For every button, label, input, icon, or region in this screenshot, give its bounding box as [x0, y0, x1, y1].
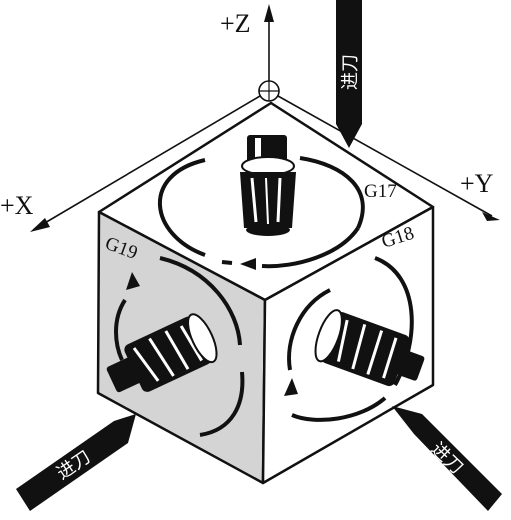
g19-direction-arrow [126, 272, 140, 290]
right-cutter-shank [396, 350, 425, 381]
right-cutter-flute-3 [366, 330, 384, 375]
left-cutter-flute-3 [164, 330, 190, 370]
g19-arc-right [199, 371, 245, 437]
x-arrowhead [30, 218, 50, 232]
axis-arrowheads [30, 4, 500, 232]
y-axis-label: +Y [460, 169, 494, 198]
g17-path [158, 156, 365, 269]
g19-arc-top [159, 256, 242, 346]
g17-direction-arrow [240, 258, 256, 270]
z-arrowhead [264, 4, 274, 22]
top-cutter-flute-1 [250, 177, 258, 223]
right-cutter-flute-1 [336, 319, 349, 362]
top-cutter-shank-highlight [255, 138, 261, 160]
g17-arc-main [158, 158, 206, 257]
top-cutter-flute-3 [276, 177, 282, 223]
right-cutter-face [314, 309, 343, 363]
left-cutter-flute-1 [132, 347, 160, 382]
x-axis-label: +X [0, 191, 34, 220]
g17-label: G17 [364, 181, 397, 202]
g17-arc-bottom [261, 226, 360, 269]
g17-dash-1 [221, 260, 233, 265]
feed-arrow-top-label: 进刀 [340, 54, 361, 90]
feed-arrow-top: 进刀 [336, 0, 362, 148]
g18-direction-arrow [284, 378, 298, 396]
coordinate-axes [37, 12, 493, 228]
g18-arc-left [287, 288, 331, 371]
right-cutter-flute-2 [351, 323, 367, 370]
g18-arc-bottom [291, 396, 387, 422]
y-arrowhead [482, 212, 500, 221]
top-cutter-tip [246, 224, 290, 236]
feed-arrow-bottom-right: 进刀 [392, 406, 502, 511]
left-cutter-shank [106, 356, 142, 393]
x-axis-line [37, 95, 261, 228]
top-cutter-icon [240, 135, 296, 236]
origin-marker [258, 80, 280, 102]
left-cutter-icon [106, 313, 218, 393]
right-cutter-icon [314, 309, 425, 387]
feed-arrow-top-body [336, 0, 362, 148]
right-cutter-flute-4 [382, 337, 398, 379]
feed-arrow-bottom-left: 进刀 [16, 414, 136, 511]
left-cutter-flute-2 [148, 337, 175, 377]
left-cutter-flute-4 [179, 325, 203, 362]
g17-arc-right [299, 156, 365, 229]
left-cutter-face [187, 313, 218, 364]
feed-arrow-bottom-left-body [16, 414, 136, 511]
y-axis-line [277, 95, 493, 217]
top-cutter-flute-2 [265, 177, 269, 225]
feed-arrow-bottom-right-body [392, 406, 502, 511]
z-axis-label: +Z [220, 9, 251, 38]
g19-arc-left [114, 298, 127, 361]
g19-path [114, 256, 245, 437]
